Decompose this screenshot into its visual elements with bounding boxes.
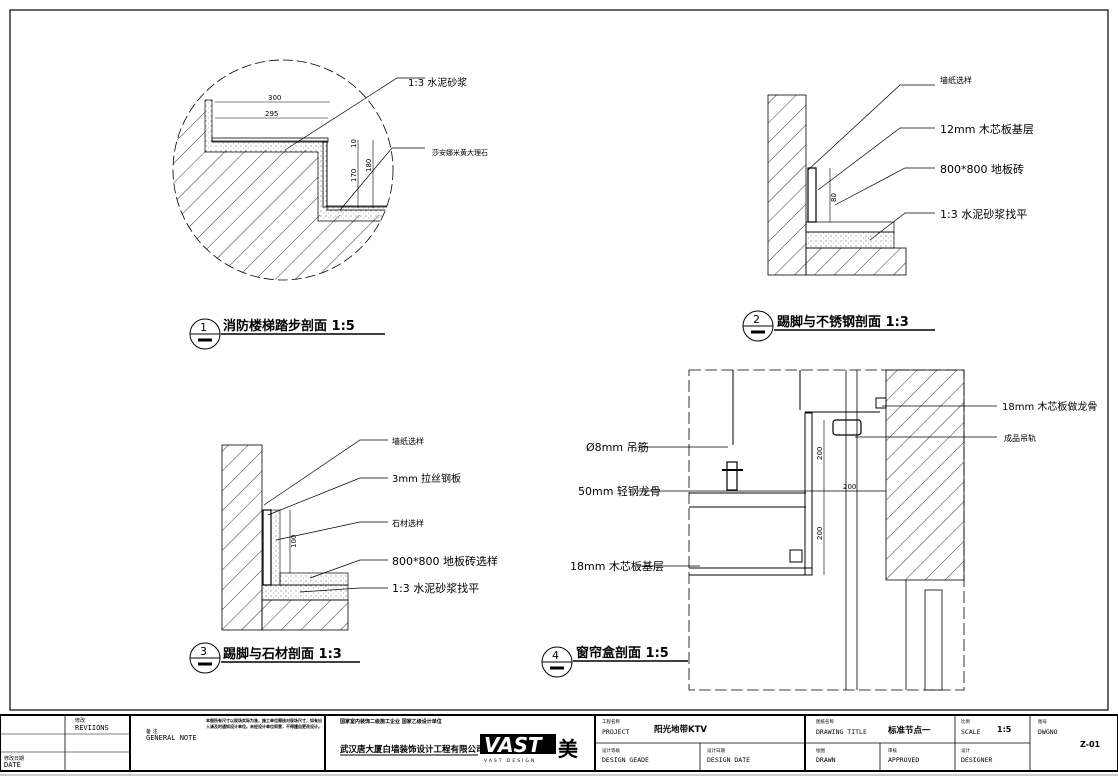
label-rod: Ø8mm 吊筋 [586,440,649,454]
label-wallpaper: 墙纸选样 [392,436,424,446]
dim-200: 200 [843,483,856,491]
scale-cn: 比例 [961,718,970,725]
dim-200: 200 [816,527,824,540]
detail-number: 2 [753,313,760,326]
general-note-text: 本图所有尺寸以现场实际为准，施工单位需核对现场尺寸，如有出入请及时通知设计单位。… [206,718,322,729]
drawing-3-baseboard-stone: 100 墙纸选样 3mm 拉丝钢板 石材选样 800*800 地板砖选样 1:3… [189,436,498,674]
drawn-label: DRAWN [816,756,836,764]
drawn-cn: 绘图 [816,747,825,754]
label-mortar: 1:3 水泥砂浆 [408,76,467,89]
dim-170: 170 [350,169,358,182]
drawing-1-stair-step: 300 295 10 170 180 1:3 水泥砂浆 莎安娜米黄大理石 1 消… [172,59,488,350]
company-name: 武汉唐大厦白墙装饰设计工程有限公司 [340,744,485,755]
dtitle-cn: 图纸名称 [816,718,834,725]
detail-number: 3 [200,645,207,658]
drawing-title: 踢脚与不锈钢剖面 1:3 [777,314,909,330]
label-tile: 800*800 地板砖选样 [392,554,498,568]
project-label: PROJECT [602,728,629,736]
scale-value: 1:5 [997,725,1012,734]
label-stone: 石材选样 [392,518,424,528]
drawing-title: 窗帘盒剖面 1:5 [576,645,669,661]
date-cn: 修改日期 [4,755,24,762]
project-cn: 工程名称 [602,718,620,725]
label-track: 成品吊轨 [1004,433,1036,443]
dwgno-value: Z-01 [1080,740,1101,749]
label-steel: 3mm 拉丝钢板 [392,472,461,485]
designer-label: DESIGNER [961,756,992,764]
note-cn: 备 注 [146,728,158,735]
scale-label: SCALE [961,728,981,736]
svg-text:VAST DESIGN: VAST DESIGN [484,758,536,764]
svg-text:VAST: VAST [484,733,543,757]
drawing-title: 消防楼梯踏步剖面 1:5 [223,318,355,334]
revisions-cn: 修改 [75,717,85,724]
designer-cn: 设计 [961,747,970,754]
label-marble: 莎安娜米黄大理石 [432,148,488,157]
drawing-4-curtain-box: 200 200 200 Ø8mm 吊筋 50mm 轻钢龙骨 18mm 木芯板基层… [541,369,1097,691]
dim-80: 80 [830,193,838,202]
label-board: 12mm 木芯板基层 [940,122,1034,136]
general-note-label: GENERAL NOTE [146,734,197,742]
vast-logo: VAST VAST DESIGN 美 [480,733,579,764]
approved-cn: 审核 [888,747,897,754]
grade-cn: 设计等级 [602,747,620,754]
label-keel: 50mm 轻钢龙骨 [578,484,661,498]
design-grade-label: DESIGN GEADE [602,756,649,764]
label-board: 18mm 木芯板基层 [570,559,664,573]
label-keel-board: 18mm 木芯板做龙骨 [1002,400,1097,413]
dim-200: 200 [816,447,824,460]
detail-number: 1 [200,321,207,334]
dim-100: 100 [290,535,298,548]
drawing-title-value: 标准节点一 [887,725,931,736]
label-mortar: 1:3 水泥砂浆找平 [940,207,1027,221]
dwgno-cn: 图号 [1038,719,1047,725]
revisions-label: REVIIONS [75,724,109,732]
project-value: 阳光地带KTV [654,724,707,735]
company-qualification: 国家室内装饰二级施工企业 国家乙级设计单位 [340,718,442,725]
drawing-title: 踢脚与石材剖面 1:3 [223,646,342,662]
sheet-border [9,9,1109,711]
approved-label: APPROVED [888,756,919,764]
detail-number: 4 [552,649,559,662]
dim-300: 300 [268,94,281,102]
label-mortar: 1:3 水泥砂浆找平 [392,581,479,595]
design-date-label: DESIGN DATE [707,756,750,764]
drawing-title-label: DRAWING TITLE [816,728,867,736]
date-label: DATE [4,761,21,769]
ddate-cn: 设计日期 [707,747,725,754]
drawing-2-baseboard-steel: 80 墙纸选样 12mm 木芯板基层 800*800 地板砖 1:3 水泥砂浆找… [742,75,1034,342]
dwgno-label: DWGNO [1038,728,1058,736]
dim-10: 10 [350,139,358,148]
label-wallpaper: 墙纸选样 [940,75,972,85]
label-tile: 800*800 地板砖 [940,162,1024,176]
dim-295: 295 [265,110,278,118]
title-block: 修改 REVIIONS 修改日期 DATE 备 注 GENERAL NOTE 本… [0,714,1118,776]
svg-text:美: 美 [558,737,579,761]
dim-180: 180 [365,159,373,172]
